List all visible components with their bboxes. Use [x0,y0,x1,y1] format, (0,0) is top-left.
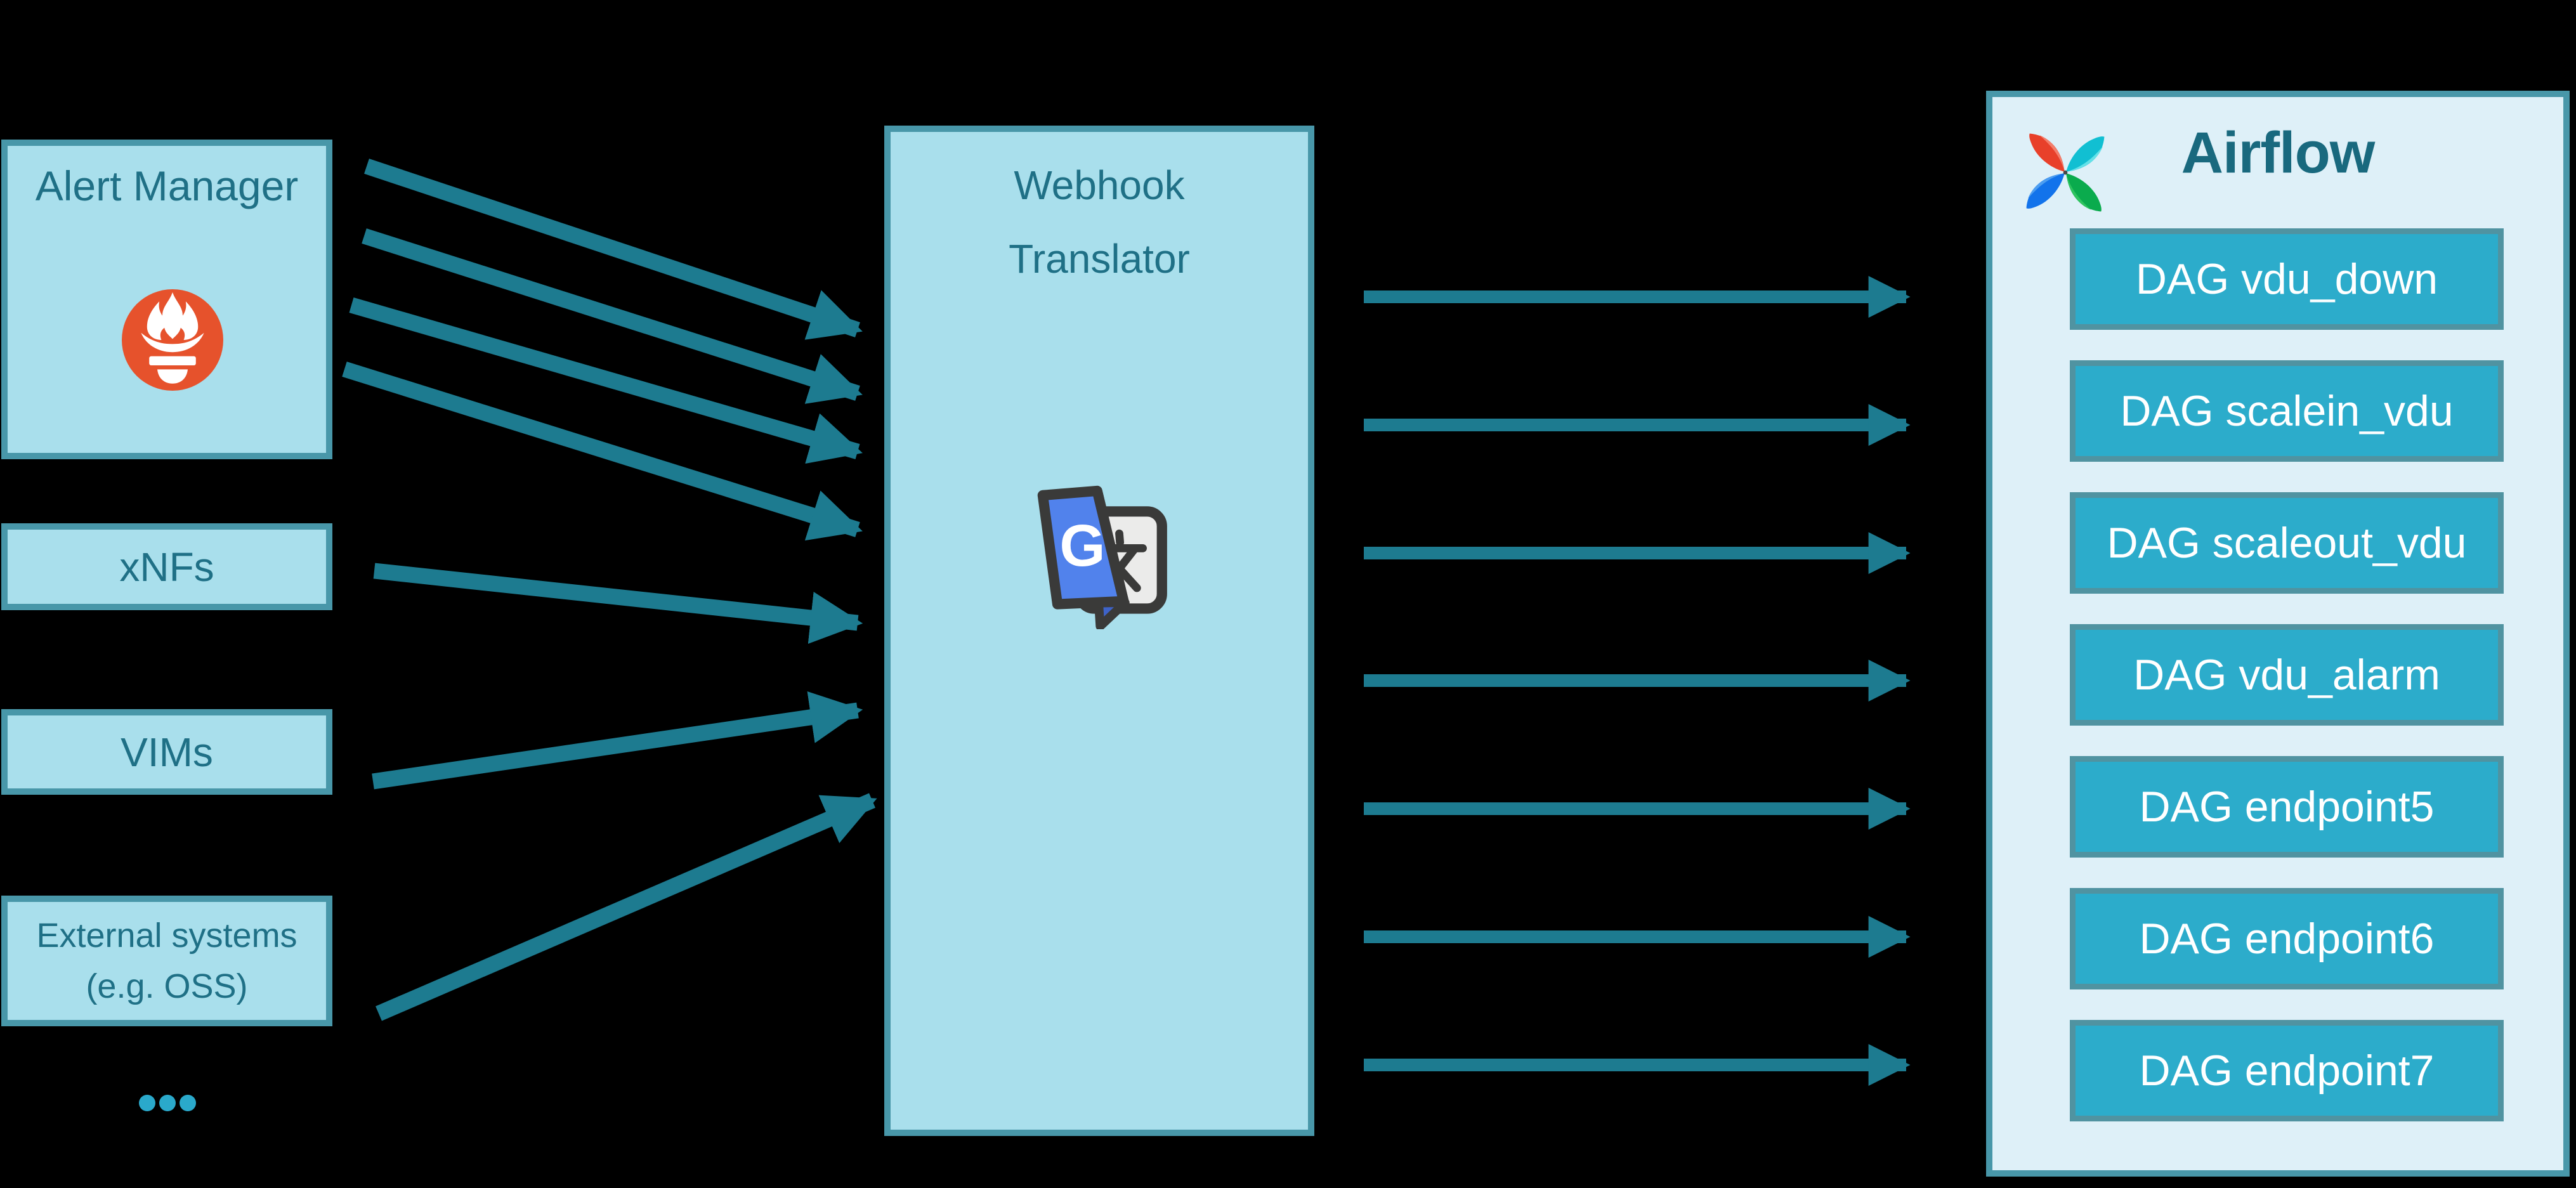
dag-label: DAG scalein_vdu [2120,387,2454,435]
ellipsis-dot [139,1095,155,1111]
dag-box: DAG endpoint5 [2070,756,2504,858]
webhook-translator-title-line1: Webhook [1014,162,1185,208]
dag-label: DAG endpoint5 [2139,783,2435,831]
airflow-pinwheel-icon [2026,133,2105,212]
arrow-alert-manager-to-webhook-translator [362,228,863,404]
alert-manager-label: Alert Manager [35,162,299,209]
ellipsis-dot [159,1095,176,1111]
xnfs-box: xNFs [1,523,332,610]
dag-label: DAG vdu_alarm [2133,651,2440,699]
arrow-vims-to-webhook-translator [372,691,863,790]
arrow-alert-manager-to-webhook-translator [342,362,863,541]
gtranslate-g-letter: G [1059,512,1105,578]
dag-box: DAG endpoint7 [2070,1020,2504,1121]
dag-box: DAG endpoint6 [2070,888,2504,989]
dag-label: DAG endpoint6 [2139,915,2435,963]
vims-label: VIMs [121,729,213,775]
dag-box: DAG vdu_alarm [2070,624,2504,726]
dag-label: DAG vdu_down [2135,255,2438,303]
dag-label: DAG endpoint7 [2139,1047,2435,1095]
xnfs-label: xNFs [119,544,214,590]
airflow-title: Airflow [2181,121,2376,185]
arrow-alert-manager-to-webhook-translator [364,159,863,340]
webhook-translator-box: Webhook Translator G [884,126,1314,1136]
dag-box: DAG scalein_vdu [2070,360,2504,462]
airflow-panel: Airflow DAG vdu_down DAG scalein_vdu DAG… [1986,91,2570,1177]
dag-label: DAG scaleout_vdu [2107,519,2467,567]
arrow-alert-manager-to-webhook-translator [349,297,863,464]
ellipsis-indicator [139,1095,196,1111]
arrow-xnfs-to-webhook-translator [373,563,863,644]
ellipsis-dot [180,1095,196,1111]
google-translate-icon: G [1037,485,1167,629]
prometheus-icon [122,289,223,391]
external-systems-label-line1: External systems [36,917,297,955]
vims-box: VIMs [1,709,332,795]
webhook-translator-title-line2: Translator [1009,236,1190,282]
external-systems-label-line2: (e.g. OSS) [86,967,248,1005]
dag-box: DAG scaleout_vdu [2070,492,2504,594]
dag-box: DAG vdu_down [2070,228,2504,330]
alert-manager-box: Alert Manager [1,140,332,459]
arrow-external-systems-to-webhook-translator [376,793,877,1021]
external-systems-box: External systems (e.g. OSS) [1,896,332,1026]
webhook-translator-title: Webhook Translator [891,148,1308,296]
